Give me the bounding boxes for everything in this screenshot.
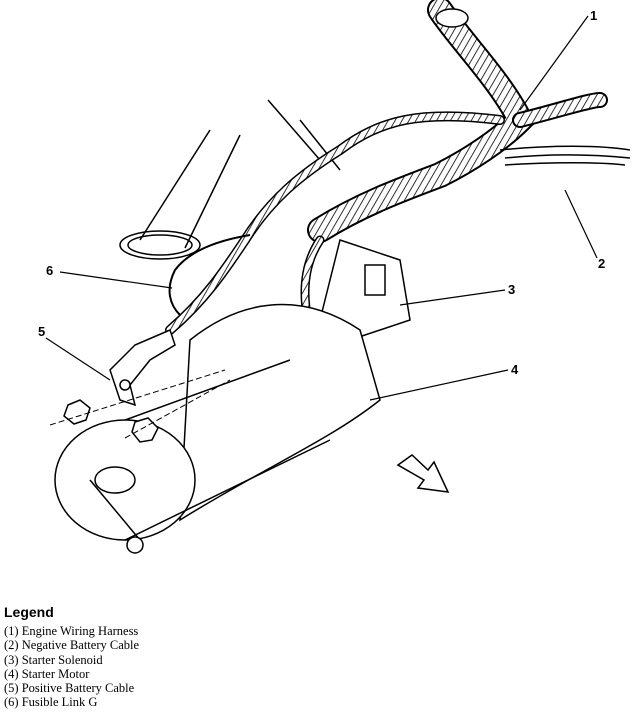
front-direction-arrow xyxy=(396,454,450,493)
callout-5: 5 xyxy=(38,324,45,339)
callout-1: 1 xyxy=(590,8,597,23)
callout-6: 6 xyxy=(46,263,53,278)
callout-4: 4 xyxy=(511,362,519,377)
legend: Legend (1) Engine Wiring Harness (2) Neg… xyxy=(4,604,404,710)
exhaust-pipe xyxy=(119,99,341,260)
negative-battery-cable xyxy=(499,145,631,166)
leader-lines xyxy=(45,15,598,401)
legend-item-positive-battery-cable: (5) Positive Battery Cable xyxy=(4,681,135,696)
legend-item-fusible-link-g: (6) Fusible Link G xyxy=(4,695,98,710)
callout-2: 2 xyxy=(598,256,605,271)
engine-wiring-harness xyxy=(307,0,608,243)
legend-item-engine-wiring-harness: (1) Engine Wiring Harness xyxy=(4,624,139,638)
legend-list: (1) Engine Wiring Harness (2) Negative B… xyxy=(4,624,404,710)
starter-motor xyxy=(54,303,381,554)
starter-wiring-diagram: 1 2 3 4 5 6 xyxy=(38,0,631,554)
legend-item-negative-battery-cable: (2) Negative Battery Cable xyxy=(4,638,140,653)
legend-item-starter-motor: (4) Starter Motor xyxy=(4,666,90,681)
legend-item-starter-solenoid: (3) Starter Solenoid xyxy=(4,652,103,667)
starter-solenoid xyxy=(319,239,411,341)
callout-3: 3 xyxy=(508,282,515,297)
positive-battery-cable xyxy=(109,328,176,407)
stud-centerline xyxy=(49,369,231,439)
fusible-link-wire xyxy=(168,234,251,316)
terminal-nut xyxy=(63,399,159,443)
legend-title: Legend xyxy=(4,604,54,620)
